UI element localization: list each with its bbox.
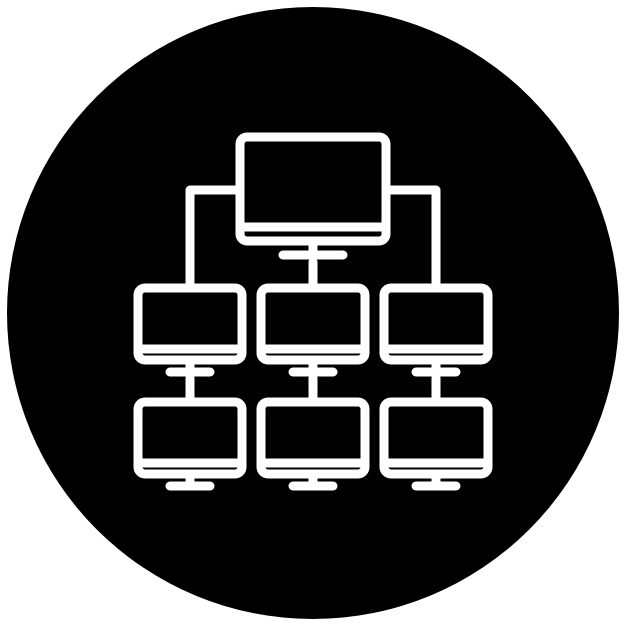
background-circle xyxy=(7,7,619,619)
leaf-monitor-left-icon xyxy=(133,397,247,491)
root-monitor-icon xyxy=(235,132,391,260)
connector-lines xyxy=(185,185,441,407)
child-monitor-left-icon xyxy=(133,283,247,377)
leaf-monitor-center-icon xyxy=(256,397,370,491)
child-monitor-right-icon xyxy=(379,283,493,377)
connector-root-left xyxy=(185,185,245,293)
monitors-group xyxy=(133,132,493,491)
connector-root-right xyxy=(381,185,441,293)
child-monitor-center-icon xyxy=(256,283,370,377)
leaf-monitor-right-icon xyxy=(379,397,493,491)
